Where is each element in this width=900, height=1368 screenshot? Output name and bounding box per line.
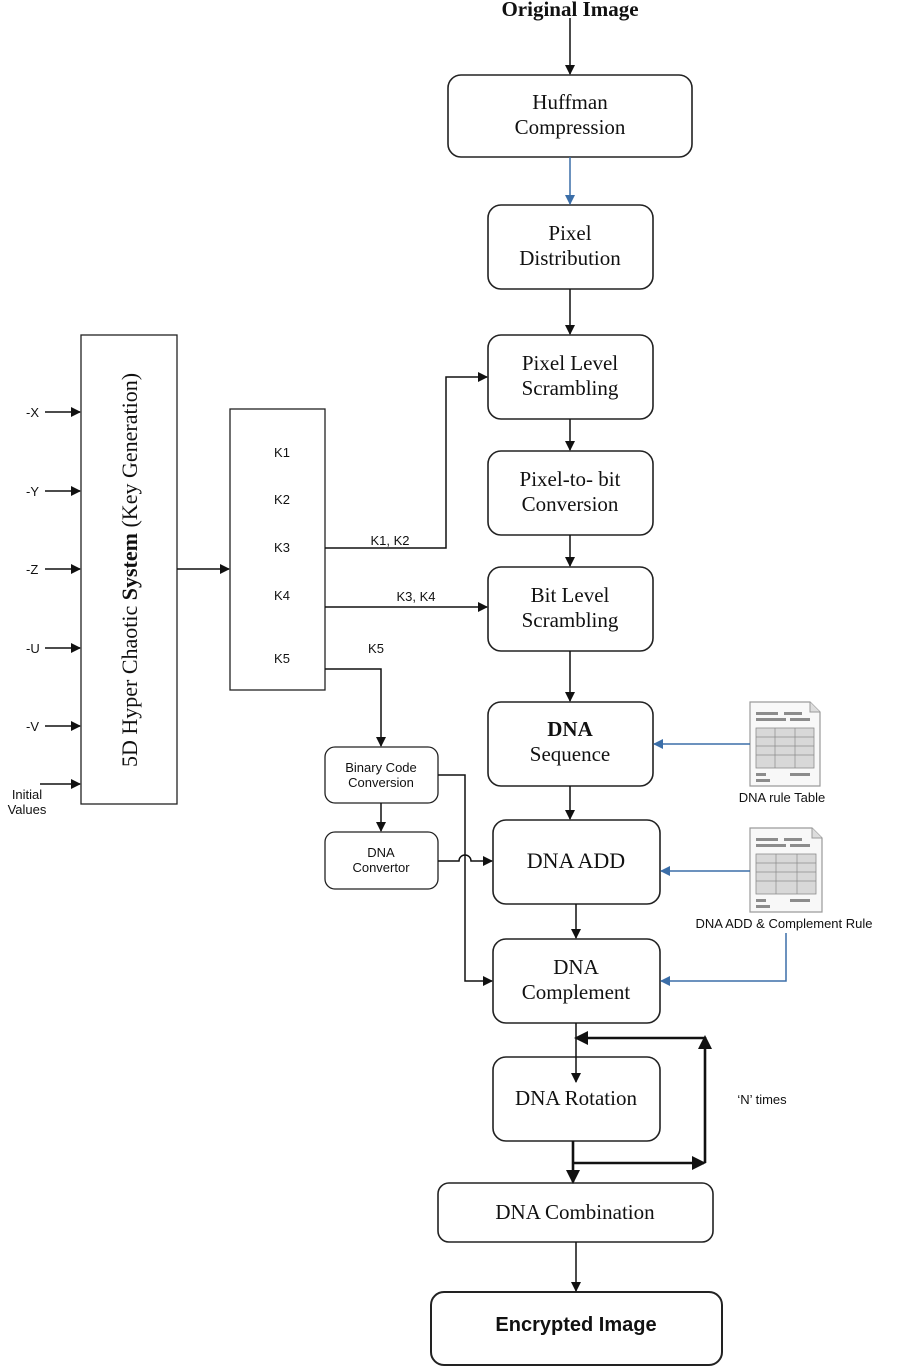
huffman-label-line1: Huffman <box>532 90 608 114</box>
k3k4-label: K3, K4 <box>396 589 435 604</box>
dna-combination-label: DNA Combination <box>495 1200 655 1224</box>
input-y-label: -Y <box>26 484 39 499</box>
encrypted-image-label: Encrypted Image <box>495 1314 656 1336</box>
input-x-label: -X <box>26 405 39 420</box>
binary-line1: Binary Code <box>345 760 417 775</box>
dna-sequence-box: DNA Sequence <box>487 701 654 787</box>
pixel-distribution-line2: Distribution <box>519 246 621 270</box>
diagram-title: Original Image <box>501 0 638 21</box>
bit-scrambling-line2: Scrambling <box>522 608 619 632</box>
chaotic-system-label: 5D Hyper Chaotic System (Key Generation) <box>117 373 142 767</box>
n-times-label: ‘N’ times <box>737 1092 787 1107</box>
n-times-loop <box>566 1031 712 1184</box>
input-v: -V <box>26 719 81 734</box>
dna-convertor-line2: Convertor <box>352 860 410 875</box>
binary-line2: Conversion <box>348 775 414 790</box>
arrow-k5-to-binary <box>325 668 386 747</box>
initial-values-line1: Initial <box>12 787 42 802</box>
dna-convertor-line1: DNA <box>367 845 395 860</box>
key-k4: K4 <box>274 588 290 603</box>
dna-combination-box: DNA Combination <box>437 1182 714 1243</box>
dna-sequence-line2: Sequence <box>530 742 610 766</box>
pixel-scrambling-line1: Pixel Level <box>522 351 618 375</box>
k1k2-label: K1, K2 <box>370 533 409 548</box>
dna-add-box: DNA ADD <box>492 819 661 905</box>
input-x: -X <box>26 405 81 420</box>
dna-complement-line1: DNA <box>553 955 599 979</box>
dna-sequence-line1: DNA <box>547 717 593 741</box>
input-z: -Z <box>26 562 81 577</box>
initial-values-line2: Values <box>8 802 47 817</box>
input-u-label: -U <box>26 641 40 656</box>
pixel-distribution-box: Pixel Distribution <box>487 204 654 290</box>
pixel-to-bit-line1: Pixel-to- bit <box>520 467 621 491</box>
dna-add-complement-rule-doc-icon <box>749 827 823 913</box>
input-y: -Y <box>26 484 81 499</box>
key-k3: K3 <box>274 540 290 555</box>
bit-scrambling-line1: Bit Level <box>531 583 610 607</box>
dna-complement-line2: Complement <box>522 980 631 1004</box>
key-k5: K5 <box>274 651 290 666</box>
input-v-label: -V <box>26 719 39 734</box>
pixel-scrambling-line2: Scrambling <box>522 376 619 400</box>
huffman-compression-box: Huffman Compression <box>447 74 693 158</box>
k5-label: K5 <box>368 641 384 656</box>
pixel-to-bit-conversion-box: Pixel-to- bit Conversion <box>487 450 654 536</box>
key-k2: K2 <box>274 492 290 507</box>
binary-code-conversion-box: Binary Code Conversion <box>324 746 439 804</box>
add-complement-rule-label: DNA ADD & Complement Rule <box>695 916 872 931</box>
input-z-label: -Z <box>26 562 38 577</box>
arrow-binary-to-complement <box>438 774 493 986</box>
arrow-k1k2-to-pixel-scrambling <box>325 372 488 549</box>
dna-rotation-label: DNA Rotation <box>515 1086 637 1110</box>
arrow-rule-to-dna-complement <box>660 933 787 986</box>
bit-level-scrambling-box: Bit Level Scrambling <box>487 566 654 652</box>
input-u: -U <box>26 641 81 656</box>
pixel-to-bit-line2: Conversion <box>522 492 619 516</box>
dna-add-label: DNA ADD <box>527 848 625 873</box>
keys-box: K1 K2 K3 K4 K5 <box>229 408 326 691</box>
pixel-level-scrambling-box: Pixel Level Scrambling <box>487 334 654 420</box>
dna-rule-table-doc-icon <box>749 701 821 787</box>
key-k1: K1 <box>274 445 290 460</box>
dna-convertor-box: DNA Convertor <box>324 831 439 890</box>
dna-rotation-box: DNA Rotation <box>492 1056 661 1142</box>
huffman-label-line2: Compression <box>515 115 626 139</box>
dna-rule-table-label: DNA rule Table <box>739 790 825 805</box>
chaotic-system-box: 5D Hyper Chaotic System (Key Generation) <box>80 334 178 805</box>
pixel-distribution-line1: Pixel <box>548 221 591 245</box>
initial-values-input: Initial Values <box>8 779 81 817</box>
dna-complement-box: DNA Complement <box>492 938 661 1024</box>
encrypted-image-box: Encrypted Image <box>430 1291 723 1366</box>
